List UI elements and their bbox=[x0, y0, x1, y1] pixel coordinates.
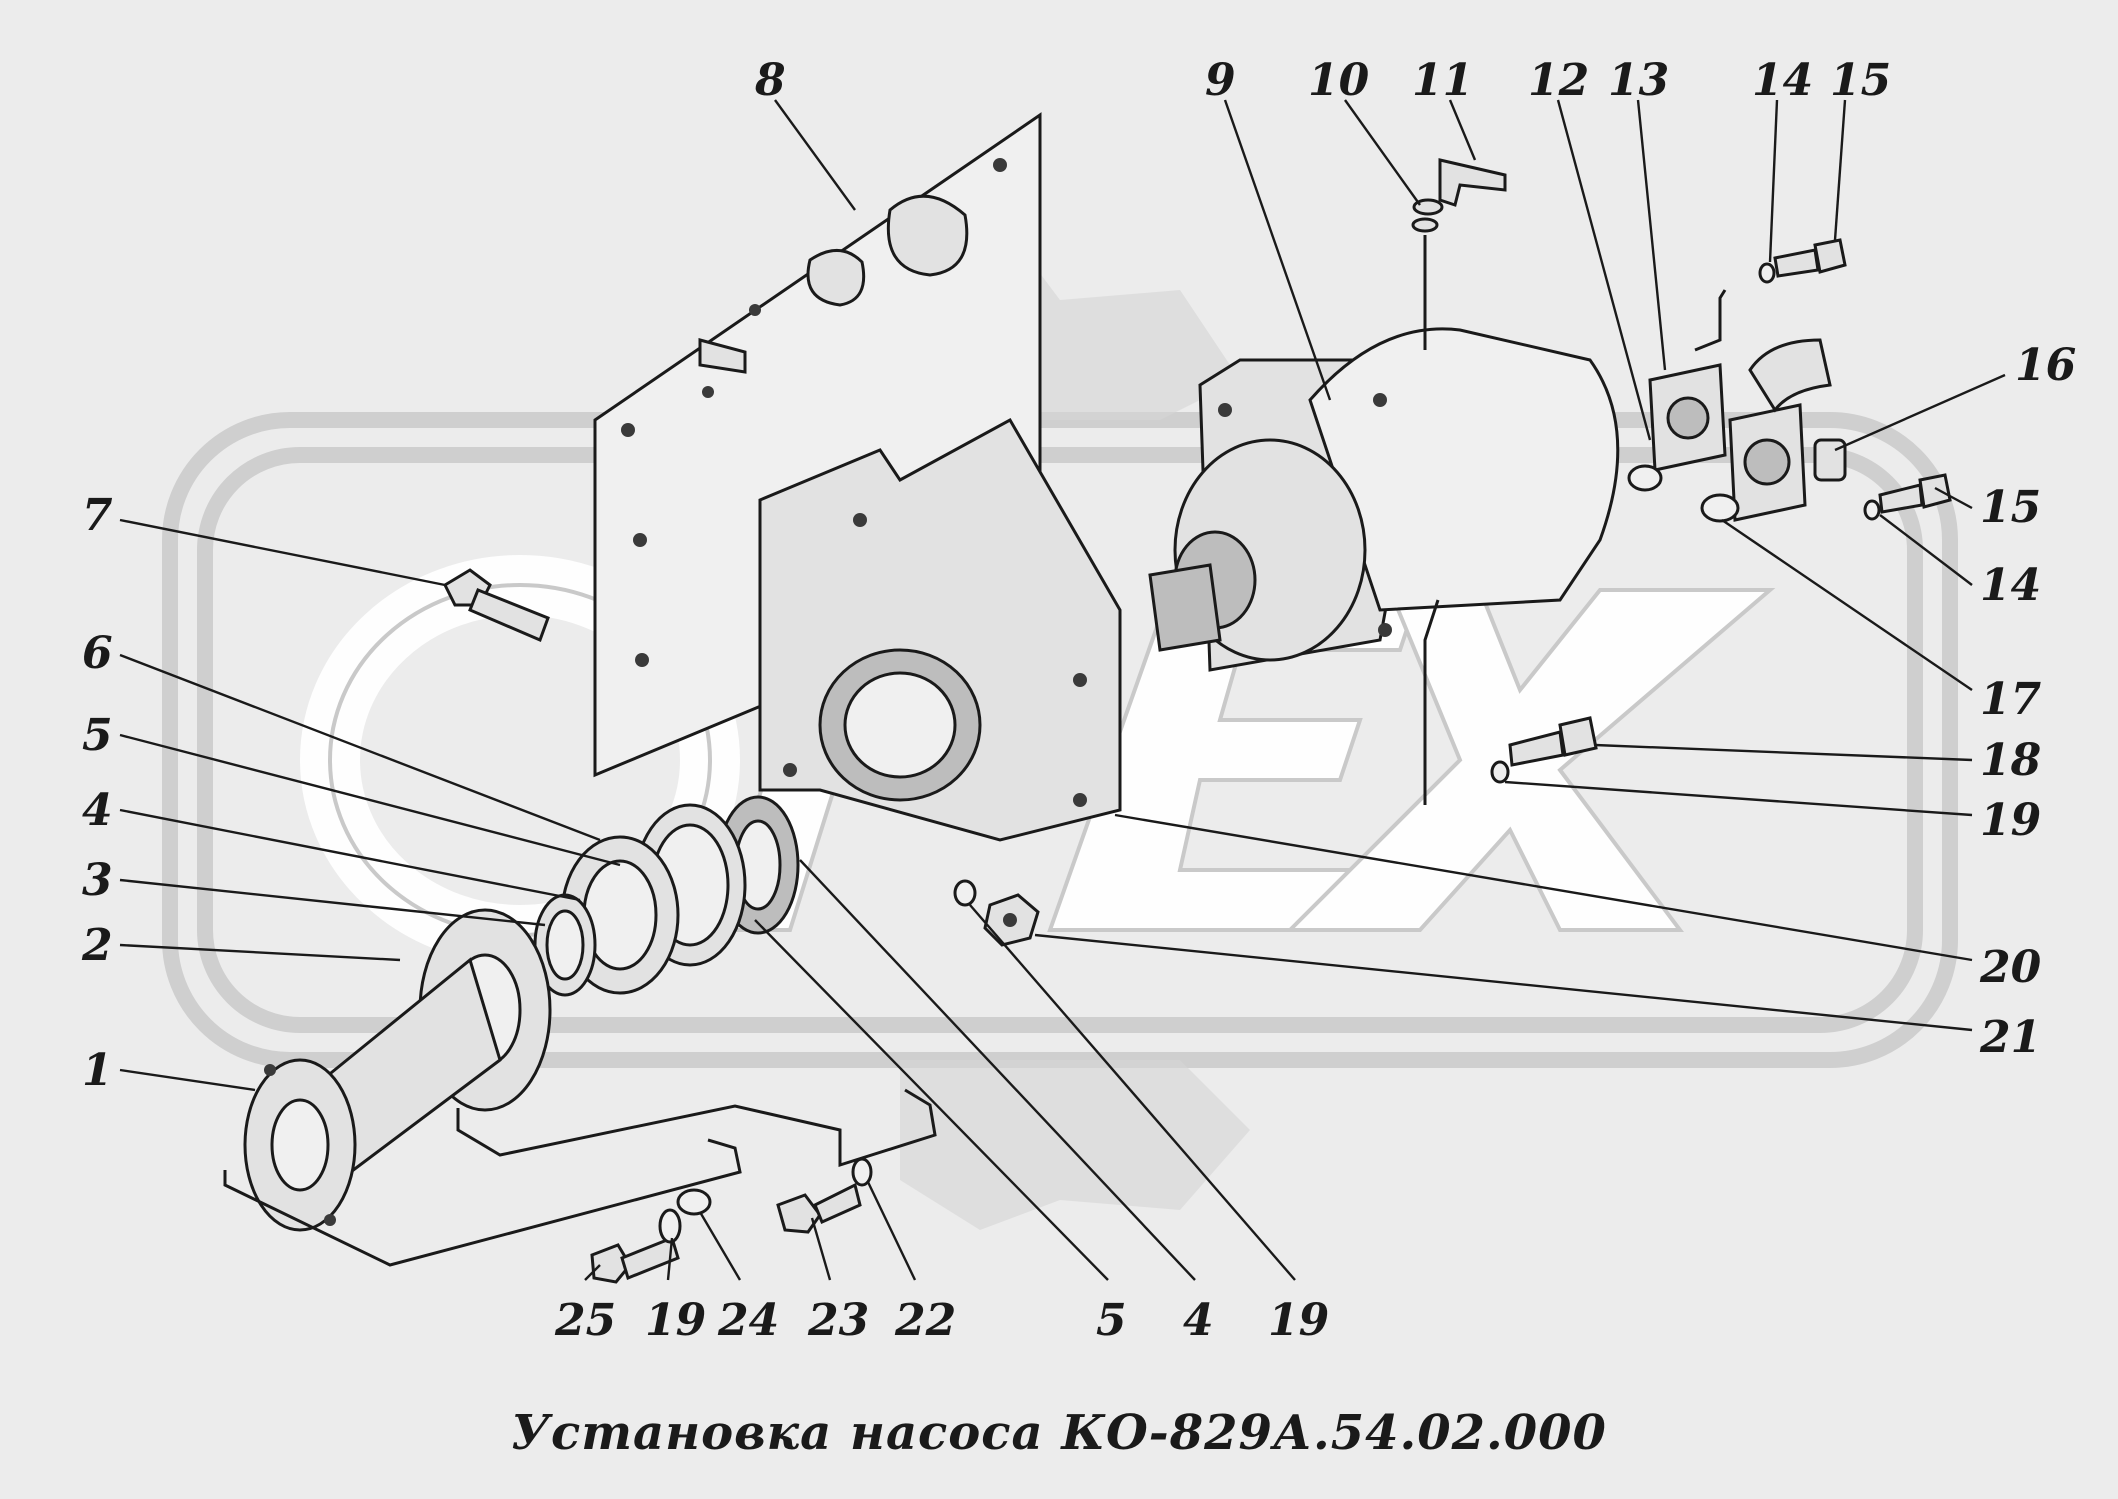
drive-shaft bbox=[243, 908, 552, 1232]
callout-8: 8 bbox=[754, 55, 786, 106]
callout-6: 6 bbox=[82, 628, 113, 679]
callout-24: 24 bbox=[717, 1295, 779, 1346]
callout-2: 2 bbox=[81, 920, 113, 971]
callout-10: 10 bbox=[1308, 55, 1370, 106]
callout-11: 11 bbox=[1412, 55, 1473, 106]
callout-9: 9 bbox=[1205, 55, 1236, 106]
bolt-7 bbox=[443, 568, 550, 643]
callout-19-right: 19 bbox=[1980, 795, 2041, 846]
hydraulic-pump bbox=[1148, 327, 1620, 672]
leader-lines bbox=[119, 99, 2006, 1281]
callout-21: 21 bbox=[1979, 1012, 2041, 1063]
callout-18: 18 bbox=[1980, 735, 2041, 786]
callout-1: 1 bbox=[82, 1045, 113, 1096]
callout-5-left: 5 bbox=[82, 710, 113, 761]
assembly-lines bbox=[223, 289, 1727, 1267]
drawing-title: Установка насоса КО-829А.54.02.000 bbox=[511, 1405, 1607, 1461]
callout-17: 17 bbox=[1980, 674, 2042, 725]
coupling-assembly bbox=[533, 795, 800, 997]
outlet-flanges bbox=[1627, 338, 1847, 523]
callout-14-top: 14 bbox=[1752, 55, 1813, 106]
callout-20: 20 bbox=[1979, 942, 2042, 993]
callout-23: 23 bbox=[807, 1295, 869, 1346]
callout-4-left: 4 bbox=[82, 785, 113, 836]
callout-4-bottom: 4 bbox=[1183, 1295, 1214, 1346]
callout-14-right: 14 bbox=[1980, 560, 2041, 611]
angle-fitting bbox=[1411, 158, 1507, 350]
callout-15-right: 15 bbox=[1980, 482, 2041, 533]
callout-5-bottom: 5 bbox=[1096, 1295, 1127, 1346]
callout-25: 25 bbox=[554, 1295, 616, 1346]
callout-19-bottom-a: 19 bbox=[645, 1295, 706, 1346]
coupling-bolts bbox=[590, 1157, 873, 1284]
flange-bolts bbox=[1490, 238, 1952, 784]
nut-and-washer bbox=[953, 879, 1040, 947]
callout-labels: 8 9 10 11 12 13 14 15 16 15 14 17 18 19 … bbox=[81, 55, 2076, 1346]
callout-12: 12 bbox=[1528, 55, 1589, 106]
callout-22: 22 bbox=[894, 1295, 956, 1346]
callout-15-top: 15 bbox=[1830, 55, 1891, 106]
callout-16: 16 bbox=[2015, 340, 2076, 391]
callout-3: 3 bbox=[82, 855, 113, 906]
callout-7: 7 bbox=[82, 490, 113, 541]
callout-19-bottom-b: 19 bbox=[1268, 1295, 1329, 1346]
pump-bracket bbox=[758, 417, 1122, 842]
callout-13: 13 bbox=[1608, 55, 1669, 106]
